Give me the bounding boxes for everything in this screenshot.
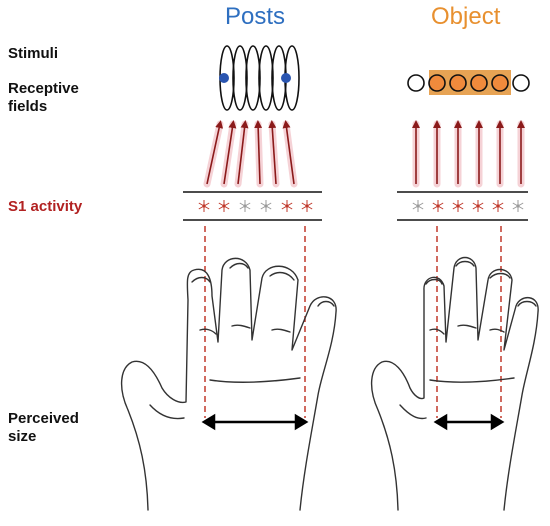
receptive-field-circle [470,74,488,92]
object-arrows [412,120,525,184]
s1-neuron-active [492,200,504,212]
perceived-size-arrows [201,413,505,431]
receptive-field-circle [491,74,509,92]
s1-neuron [512,200,524,212]
s1-neuron-active [281,200,293,212]
s1-neuron-active [198,200,210,212]
object-title: Object [431,3,501,30]
receptive-field [258,45,274,111]
object-arrow-glows [412,120,525,188]
perceived-size-label: Perceived size [8,410,79,445]
posts-receptive-fields [219,45,300,111]
s1-neuron-active [301,200,313,212]
arrow [254,120,263,185]
arrow [237,120,249,185]
s1-layer-lines [183,191,528,221]
s1-neurons [198,200,524,212]
posts-arrows [206,120,295,185]
s1-activity-label: S1 activity [8,198,83,215]
receptive-fields-label: Receptive fields [8,80,79,115]
stimuli-label: Stimuli [8,45,59,62]
posts-arrow-glows [203,120,298,188]
arrow [206,120,224,185]
receptive-field-circle [428,74,446,92]
receptive-field [232,45,248,111]
receptive-field-circle [449,74,467,92]
s1-neuron-active [432,200,444,212]
posts-stimuli [219,73,291,83]
receptive-field [245,45,261,111]
s1-neuron-active [452,200,464,212]
post-stimulus-dot [219,73,229,83]
arrow [282,120,295,185]
hand-outline [371,256,539,511]
object-receptive-fields [407,74,530,92]
s1-neuron [260,200,272,212]
receptive-field-circle [407,74,425,92]
posts-title: Posts [225,3,286,30]
arrow [223,120,237,185]
s1-neuron-active [218,200,230,212]
hand-left [121,257,337,511]
s1-neuron [412,200,424,212]
receptive-field-circle [512,74,530,92]
post-stimulus-dot [281,73,291,83]
hand-right [371,256,539,511]
projection-lines [204,226,502,418]
s1-neuron [239,200,251,212]
arrow [268,120,277,185]
hand-outline [121,257,337,511]
s1-neuron-active [472,200,484,212]
